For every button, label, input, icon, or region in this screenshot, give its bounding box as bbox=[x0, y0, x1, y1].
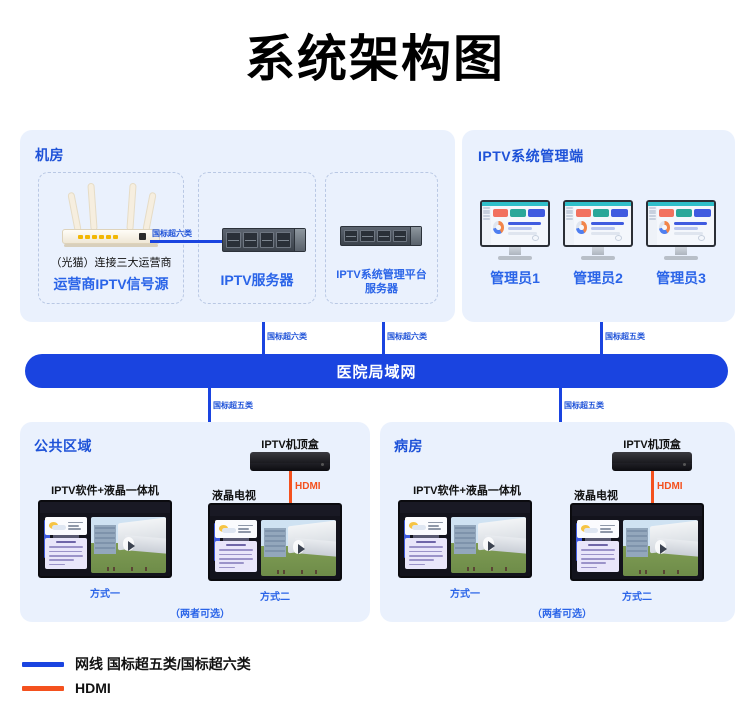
ward-lcd-tv-icon bbox=[570, 503, 704, 581]
admin-panel-title: IPTV系统管理端 bbox=[478, 148, 584, 164]
hospital-lan-label: 医院局域网 bbox=[336, 363, 417, 381]
platform-server-label-line2: 服务器 bbox=[365, 283, 398, 295]
uplink-line-admin bbox=[600, 322, 603, 354]
legend-label-network-cable: 网线 国标超五类/国标超六类 bbox=[75, 656, 251, 672]
public-all-in-one-tv-icon bbox=[38, 500, 172, 578]
optical-modem-router-icon bbox=[62, 182, 160, 247]
legend-item-hdmi: HDMI bbox=[22, 676, 251, 700]
platform-server-box bbox=[325, 172, 438, 304]
public-lcd-tv-icon bbox=[208, 503, 342, 581]
machine-room-title: 机房 bbox=[35, 147, 64, 163]
public-option-two-method: 方式二 bbox=[260, 592, 290, 603]
legend-line-orange-icon bbox=[22, 685, 64, 691]
uplink-line-iptv-server bbox=[262, 322, 265, 354]
admin-2-label: 管理员2 bbox=[573, 270, 623, 286]
legend-label-hdmi: HDMI bbox=[75, 680, 111, 696]
ward-note: （两者可选） bbox=[532, 609, 592, 620]
iptv-server-label: IPTV服务器 bbox=[220, 272, 294, 288]
public-hdmi-label: HDMI bbox=[295, 481, 321, 492]
downlink-label-1: 国标超五类 bbox=[213, 401, 253, 410]
ward-hdmi-cable bbox=[651, 471, 654, 504]
uplink-label-3: 国标超五类 bbox=[605, 332, 645, 341]
ward-option-two-method: 方式二 bbox=[622, 592, 652, 603]
public-area-note: （两者可选） bbox=[170, 609, 230, 620]
ward-stb-label: IPTV机顶盒 bbox=[623, 439, 681, 451]
downlink-line-public bbox=[208, 388, 211, 422]
uplink-label-1: 国标超六类 bbox=[267, 332, 307, 341]
ward-title: 病房 bbox=[394, 438, 423, 454]
hospital-lan-bar: 医院局域网 bbox=[25, 354, 728, 388]
ward-all-in-one-tv-icon bbox=[398, 500, 532, 578]
ward-set-top-box-icon bbox=[612, 452, 692, 471]
admin-monitor-1-icon bbox=[480, 200, 550, 260]
public-set-top-box-icon bbox=[250, 452, 330, 471]
ward-tv-label: 液晶电视 bbox=[574, 490, 618, 502]
downlink-label-2: 国标超五类 bbox=[564, 401, 604, 410]
signal-source-label: 运营商IPTV信号源 bbox=[53, 276, 169, 292]
downlink-line-ward bbox=[559, 388, 562, 422]
legend: 网线 国标超五类/国标超六类 HDMI bbox=[22, 652, 251, 700]
link-router-to-iptv-server bbox=[150, 240, 228, 243]
public-option-one-method: 方式一 bbox=[90, 589, 120, 600]
ward-option-one-method: 方式一 bbox=[450, 589, 480, 600]
public-option-one-device-label: IPTV软件+液晶一体机 bbox=[51, 485, 159, 497]
legend-line-blue-icon bbox=[22, 661, 64, 667]
ward-option-one-device-label: IPTV软件+液晶一体机 bbox=[413, 485, 521, 497]
ward-hdmi-label: HDMI bbox=[657, 481, 683, 492]
public-hdmi-cable bbox=[289, 471, 292, 504]
admin-3-label: 管理员3 bbox=[656, 270, 706, 286]
signal-source-box bbox=[38, 172, 184, 304]
page-title: 系统架构图 bbox=[245, 31, 505, 87]
legend-item-network-cable: 网线 国标超五类/国标超六类 bbox=[22, 652, 251, 676]
uplink-label-2: 国标超六类 bbox=[387, 332, 427, 341]
platform-server-label-line1: IPTV系统管理平台 bbox=[336, 269, 427, 281]
admin-monitor-2-icon bbox=[563, 200, 633, 260]
link-router-to-iptv-server-label: 国标超六类 bbox=[152, 229, 192, 238]
signal-source-sub-caption: （光猫）连接三大运营商 bbox=[50, 257, 172, 269]
public-area-title: 公共区域 bbox=[34, 438, 92, 454]
uplink-line-platform-server bbox=[382, 322, 385, 354]
public-tv-label: 液晶电视 bbox=[212, 490, 256, 502]
platform-server-icon bbox=[340, 226, 422, 246]
iptv-server-icon bbox=[222, 228, 306, 252]
admin-1-label: 管理员1 bbox=[490, 270, 540, 286]
iptv-server-box bbox=[198, 172, 316, 304]
admin-monitor-3-icon bbox=[646, 200, 716, 260]
public-stb-label: IPTV机顶盒 bbox=[261, 439, 319, 451]
